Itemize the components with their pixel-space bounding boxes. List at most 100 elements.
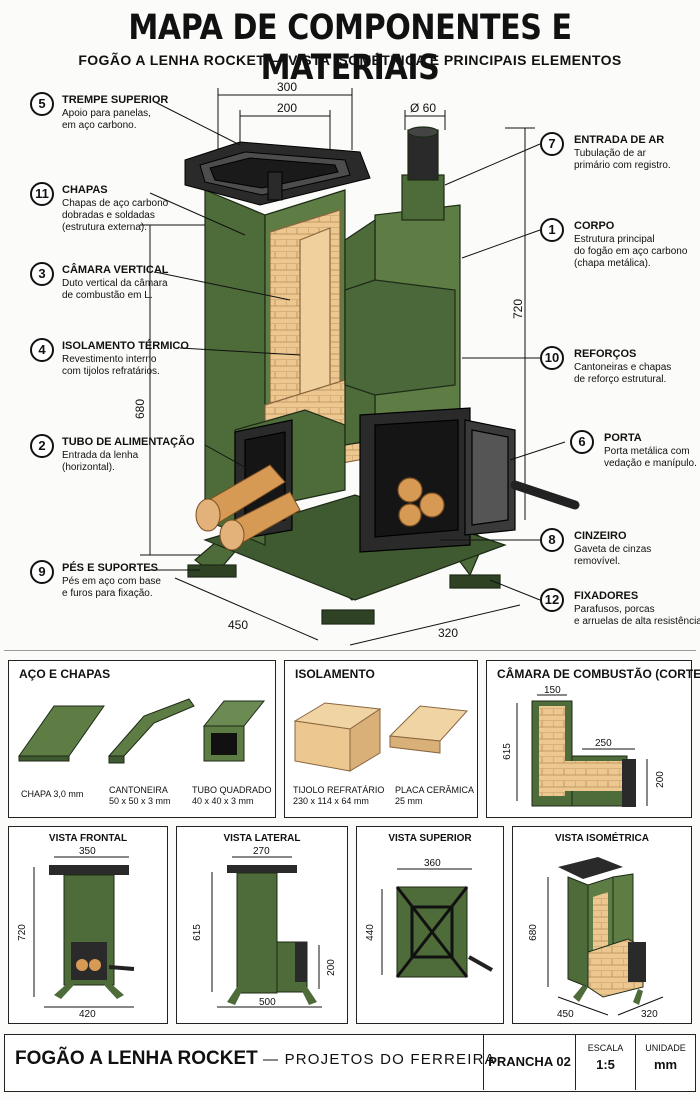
callout-description: Gaveta de cinzas removível.	[574, 544, 652, 567]
dim-270: 270	[253, 846, 270, 857]
callout-description: Estrutura principal do fogão em aço carb…	[574, 234, 688, 269]
callout-number: 11	[30, 182, 54, 206]
stove-body	[204, 126, 461, 546]
panel-vista-superior: VISTA SUPERIOR 360 440	[356, 826, 504, 1024]
front-frame	[234, 407, 580, 553]
side-view-drawing	[211, 856, 322, 1008]
front-view-drawing	[33, 856, 135, 1008]
callout-number: 10	[540, 346, 564, 370]
callout-number: 1	[540, 218, 564, 242]
unit-label: UNIDADE	[645, 1043, 686, 1053]
panel-title: VISTA SUPERIOR	[388, 833, 472, 844]
dim-720: 720	[511, 298, 526, 320]
callout-title: TREMPE SUPERIOR	[62, 94, 169, 106]
dim-350: 350	[79, 846, 96, 857]
callout-number: 8	[540, 528, 564, 552]
dim-200: 200	[277, 101, 298, 115]
callout-title: CÂMARA VERTICAL	[62, 264, 169, 276]
panel-title: VISTA ISOMÉTRICA	[555, 833, 649, 844]
dim-300: 300	[277, 80, 298, 94]
iso-view-drawing	[547, 857, 664, 1016]
footer-title: FOGÃO A LENHA ROCKET	[15, 1048, 258, 1069]
callout-title: CINZEIRO	[574, 530, 627, 542]
dim-250: 250	[595, 738, 612, 749]
combustion-section	[516, 694, 648, 807]
callout-description: Chapas de aço carbono dobradas e soldada…	[62, 198, 169, 233]
callout-description: Duto vertical da câmara de combustão em …	[62, 278, 168, 301]
top-view-drawing	[381, 868, 493, 978]
callout-title: TUBO DE ALIMENTAÇÃO	[62, 436, 195, 448]
unit-value: mm	[653, 1057, 678, 1072]
callout-number: 4	[30, 338, 54, 362]
callout-title: ISOLAMENTO TÉRMICO	[62, 340, 189, 352]
dim-360: 360	[424, 858, 441, 869]
callout-description: Tubulação de ar primário com registro.	[574, 148, 671, 171]
callout-number: 12	[540, 588, 564, 612]
callout-number: 6	[570, 430, 594, 454]
label-tijolo-refratario: TIJOLO REFRATÁRIO 230 x 114 x 64 mm	[293, 785, 385, 806]
callout-number: 3	[30, 262, 54, 286]
callout-description: Parafusos, porcas e arruelas de alta res…	[574, 604, 700, 627]
dim-500: 500	[259, 997, 276, 1008]
dim-200: 200	[325, 959, 337, 976]
panel-title: AÇO E CHAPAS	[19, 667, 111, 681]
title-block: FOGÃO A LENHA ROCKET — PROJETOS DO FERRE…	[4, 1034, 696, 1092]
dim-450: 450	[557, 1009, 574, 1020]
trivet	[184, 141, 371, 206]
callout-description: Porta metálica com vedação e manípulo.	[604, 446, 697, 469]
label-chapa: CHAPA 3,0 mm	[21, 789, 84, 799]
dim-320: 320	[641, 1009, 658, 1020]
callout-number: 2	[30, 434, 54, 458]
dim-720: 720	[16, 924, 28, 941]
panel-aco-chapas: AÇO E CHAPAS CHAPA 3,0 mm CANTONEIRA 50 …	[8, 660, 276, 818]
panel-isolamento: ISOLAMENTO TIJOLO REFRATÁRIO 230 x 114 x…	[284, 660, 478, 818]
dim-615: 615	[191, 924, 203, 941]
panel-title: CÂMARA DE COMBUSTÃO (CORTE)	[497, 667, 700, 681]
dim-680: 680	[527, 924, 539, 941]
sheet-cell: PRANCHA 02	[483, 1035, 575, 1090]
insulation-samples	[293, 702, 469, 772]
callout-title: PÉS E SUPORTES	[62, 562, 158, 574]
dim-420: 420	[79, 1009, 96, 1020]
scale-cell: ESCALA 1:5	[575, 1035, 635, 1090]
dim-615: 615	[501, 743, 513, 760]
panel-title: VISTA LATERAL	[223, 833, 301, 844]
stove-illustration	[140, 88, 580, 646]
panel-vista-lateral: VISTA LATERAL 270 615 200 500	[176, 826, 348, 1024]
scale-label: ESCALA	[587, 1043, 624, 1053]
callout-title: CORPO	[574, 220, 615, 232]
callout-description: Revestimento interno com tijolos refratá…	[62, 354, 160, 377]
dim-450: 450	[228, 618, 249, 632]
panel-vista-frontal: VISTA FRONTAL 350 720 420	[8, 826, 168, 1024]
unit-cell: UNIDADE mm	[635, 1035, 695, 1090]
callout-description: Apoio para panelas, em aço carbono.	[62, 108, 151, 131]
callout-description: Pés em aço com base e furos para fixação…	[62, 576, 161, 599]
sheet-number: PRANCHA 02	[488, 1054, 571, 1069]
page-title: MAPA DE COMPONENTES E MATERIAIS	[128, 8, 572, 88]
callout-title: PORTA	[604, 432, 642, 444]
firewood	[195, 464, 301, 551]
panel-title: ISOLAMENTO	[295, 667, 375, 681]
scale-value: 1:5	[596, 1057, 615, 1072]
callout-title: ENTRADA DE AR	[574, 134, 665, 146]
panel-title: VISTA FRONTAL	[48, 833, 128, 844]
dim-150: 150	[544, 685, 561, 696]
label-tubo-quadrado: TUBO QUADRADO 40 x 40 x 3 mm	[192, 785, 272, 806]
dim-440: 440	[364, 924, 376, 941]
dim-680: 680	[133, 398, 148, 420]
footer-subtitle: — PROJETOS DO FERREIRA	[263, 1051, 496, 1068]
leader-lines	[148, 101, 566, 601]
callout-title: FIXADORES	[574, 590, 639, 602]
callout-description: Cantoneiras e chapas de reforço estrutur…	[574, 362, 672, 385]
callout-number: 9	[30, 560, 54, 584]
panel-vista-isometrica: VISTA ISOMÉTRICA 680 450 320	[512, 826, 692, 1024]
callout-number: 5	[30, 92, 54, 116]
dim-200: 200	[654, 771, 666, 788]
callout-title: CHAPAS	[62, 184, 108, 196]
dim-60: Ø 60	[410, 101, 437, 115]
callout-title: REFORÇOS	[574, 348, 637, 360]
divider	[4, 650, 696, 651]
callout-number: 7	[540, 132, 564, 156]
steel-samples	[18, 698, 266, 764]
